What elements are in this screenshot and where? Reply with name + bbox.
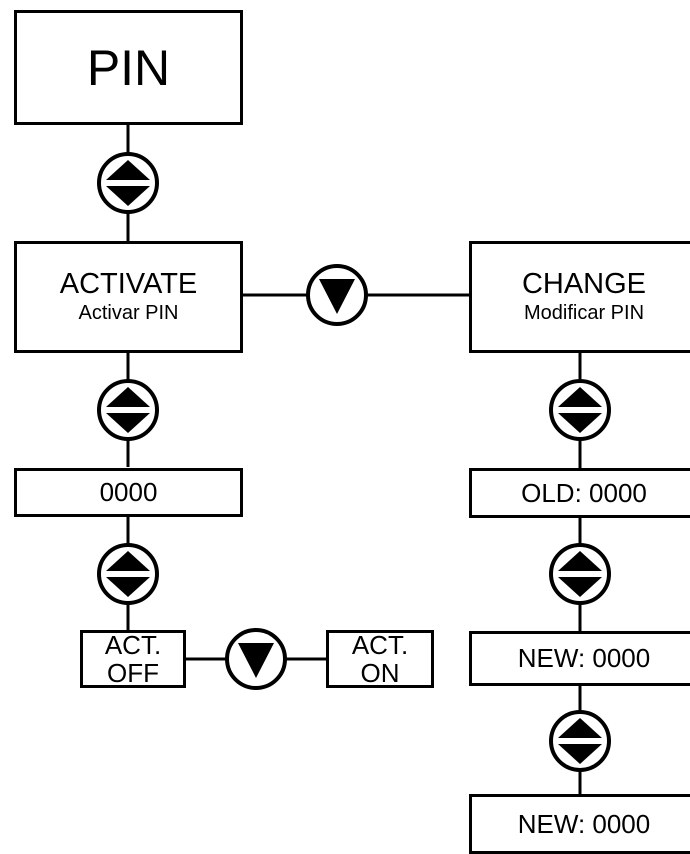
down-arrow-icon bbox=[225, 628, 287, 690]
act-off-line1: ACT. bbox=[104, 629, 162, 660]
act-on-line2: ON bbox=[360, 658, 400, 688]
up-down-arrow-icon bbox=[549, 379, 611, 441]
up-down-arrow-icon bbox=[549, 543, 611, 605]
change-title: CHANGE bbox=[521, 268, 647, 301]
up-down-arrow-icon bbox=[97, 379, 159, 441]
down-arrow-icon bbox=[306, 264, 368, 326]
act-on-line1: ACT. bbox=[351, 629, 409, 660]
new-value-box-1: NEW: 0000 bbox=[469, 631, 690, 686]
activate-value-box: 0000 bbox=[14, 468, 243, 517]
activate-box: ACTIVATE Activar PIN bbox=[14, 241, 243, 353]
change-subtitle: Modificar PIN bbox=[523, 302, 645, 325]
activate-title: ACTIVATE bbox=[59, 268, 198, 301]
new-value-box-2: NEW: 0000 bbox=[469, 794, 690, 854]
up-down-arrow-icon bbox=[97, 543, 159, 605]
old-value: OLD: 0000 bbox=[521, 477, 647, 508]
old-value-box: OLD: 0000 bbox=[469, 468, 690, 518]
change-box: CHANGE Modificar PIN bbox=[469, 241, 690, 353]
activate-value: 0000 bbox=[99, 477, 158, 508]
act-off-line2: OFF bbox=[107, 658, 159, 688]
pin-title: PIN bbox=[86, 39, 171, 96]
activate-subtitle: Activar PIN bbox=[78, 302, 179, 325]
up-down-arrow-icon bbox=[97, 152, 159, 214]
up-down-arrow-icon bbox=[549, 710, 611, 772]
new-value-2: NEW: 0000 bbox=[517, 808, 651, 839]
pin-box: PIN bbox=[14, 10, 243, 125]
act-on-box: ACT. ON bbox=[326, 630, 434, 688]
act-off-box: ACT. OFF bbox=[80, 630, 186, 688]
new-value-1: NEW: 0000 bbox=[517, 643, 651, 674]
